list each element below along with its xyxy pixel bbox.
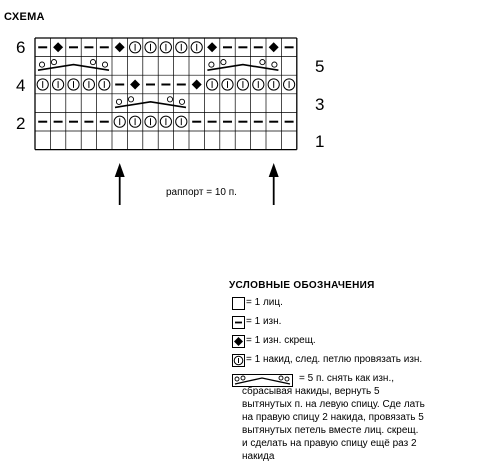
yarn-over-stitch [221,78,234,91]
empty-square-icon [232,297,245,310]
twisted-purl-stitch [207,42,218,53]
cluster-yarn-over [208,61,215,68]
yarn-over-stitch [113,115,126,128]
arrow-head-icon [268,163,279,177]
yarn-over-stitch [190,41,203,54]
legend-text-cluster-line-1: = 5 п. снять как изн., [299,373,394,384]
arrow-head-icon [114,163,125,177]
yarn-over-stitch [283,78,296,91]
yarn-over-stitch [159,41,172,54]
cluster-yarn-over [259,59,266,66]
cluster-yarn-over [50,59,58,66]
yarn-over-stitch [206,78,219,91]
legend-text-cluster-line-4: на правую спицу 2 накида, провязать 5 [242,412,424,423]
cluster-yarn-over [38,61,46,68]
yarn-over-stitch [67,78,80,91]
legend-text-purl: = 1 изн. [246,316,282,327]
cluster-arc [207,63,279,71]
cluster-arc [114,100,187,109]
cluster-yarn-over [178,98,186,105]
legend-text-twisted-purl: = 1 изн. скрещ. [246,335,316,346]
cluster-yarn-over [127,96,135,103]
yarn-over-stitch [36,78,49,91]
yarn-over-stitch [252,78,265,91]
row-number-6: 6 [16,38,26,57]
legend-title: УСЛОВНЫЕ ОБОЗНАЧЕНИЯ [229,280,375,291]
yarn-over-stitch [52,78,65,91]
row-number-2: 2 [16,114,26,133]
rapport-label: раппорт = 10 п. [166,187,237,198]
cluster-yarn-over [166,96,174,103]
row-number-5: 5 [315,57,325,76]
yarn-over-stitch [144,41,157,54]
yarn-over-stitch [267,78,280,91]
yarn-over-stitch [236,78,249,91]
diamond-square-icon [232,335,245,348]
legend-text-cluster-line-6: и сделать на правую спицу ещё раз 2 [242,438,417,449]
legend-text-cluster-line-2: сбрасывая накиды, вернуть 5 [242,386,380,397]
yarn-over-stitch [129,41,142,54]
yarn-over-stitch [175,41,188,54]
yarn-over-stitch [144,115,157,128]
legend-text-cluster-line-7: накида [242,451,275,462]
row-number-1: 1 [315,132,325,151]
legend-text-cluster-line-3: вытянутых п. на левую спицу. Сде лать [242,399,425,410]
twisted-purl-stitch [268,42,279,53]
cluster-yarn-over [101,61,109,68]
yarn-over-stitch [98,78,111,91]
row-number-4: 4 [16,76,26,95]
cluster-yarn-over [271,61,278,68]
twisted-purl-stitch [130,79,141,90]
yarn-over-stitch [159,115,172,128]
cluster-arc [37,63,110,71]
twisted-purl-stitch [191,79,202,90]
cluster-icon [232,374,293,387]
cluster-yarn-over [89,59,97,66]
yarn-over-stitch [129,115,142,128]
yarn-over-stitch [82,78,96,91]
twisted-purl-stitch [114,42,125,53]
yarn-over-stitch [175,115,188,128]
circled-one-square-icon [232,354,245,367]
cluster-yarn-over [115,98,123,105]
legend-text-knit: = 1 лиц. [246,297,283,308]
row-number-3: 3 [315,95,325,114]
chart-title: СХЕМА [4,11,45,23]
cluster-yarn-over [220,59,227,66]
legend-text-cluster-line-5: вытянутых петель вместе лиц. скрещ. [242,425,419,436]
twisted-purl-stitch [53,42,64,53]
legend-text-yarn-over: = 1 накид, след. петлю провязать изн. [246,354,423,365]
dash-square-icon [232,316,245,329]
